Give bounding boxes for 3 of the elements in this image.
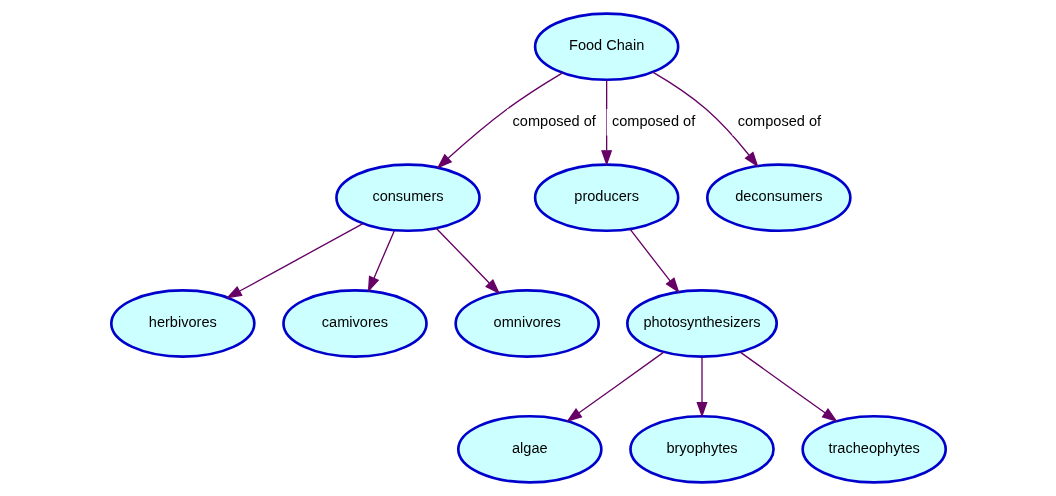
edge-label: composed of bbox=[512, 112, 596, 129]
edge-label: composed of bbox=[737, 112, 821, 129]
edge-label: composed of bbox=[611, 112, 695, 129]
